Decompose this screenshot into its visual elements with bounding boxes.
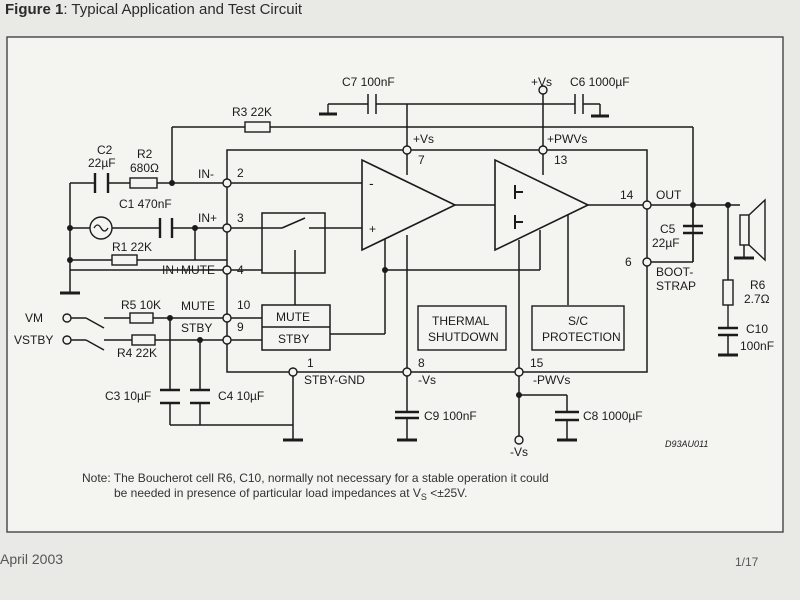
r6-resistor [722,279,734,306]
r3-resistor [244,121,271,133]
c10-value-label: 100nF [740,339,774,353]
figure-title-text: : Typical Application and Test Circuit [63,1,303,18]
pin-15-label: 15 [530,356,544,370]
thermal-label-1: THERMAL [432,314,490,328]
pin-1-label: 1 [307,356,314,370]
pin-8-label: 8 [418,356,425,370]
r1-resistor [111,254,138,266]
note-subscript: S [421,492,427,502]
out-label: OUT [656,188,682,202]
r5-label: R5 10K [121,298,161,312]
power-transistors [514,185,523,229]
note-line-2-end: <±25V. [427,486,468,500]
pin-10-label: 10 [237,298,251,312]
c2-name-label: C2 [97,143,113,157]
minus-pwvs-label: -PWVs [533,373,570,387]
pin-3-label: 3 [237,211,244,225]
bootstrap-label-2: STRAP [656,279,696,293]
cap-leads [692,208,729,328]
note: Note: The Boucherot cell R6, C10, normal… [82,471,549,502]
plus-input-label: + [369,222,376,236]
c1-label: C1 470nF [119,197,172,211]
r5-resistor [129,312,154,324]
diagram-frame [6,36,784,533]
pin-9-label: 9 [237,320,244,334]
sc-protection-block [531,305,625,351]
c5-value-label: 22µF [652,236,680,250]
component-labels: C7 100nF +Vs C6 1000µF R3 22K C2 22µF R2… [14,75,774,459]
resistors [111,121,734,346]
pin-6-label: 6 [625,255,632,269]
pin-7-label: 7 [418,153,425,167]
r4-resistor [131,334,156,346]
c5-name-label: C5 [660,222,676,236]
c9-label: C9 100nF [424,409,477,423]
in-plus-mute-label: IN+MUTE [162,263,215,277]
stby-gnd-label: STBY-GND [304,373,365,387]
vs-bottom-label: -Vs [510,445,528,459]
r4-label: R4 22K [117,346,157,360]
c3-label: C3 10µF [105,389,151,403]
c6-label: C6 1000µF [570,75,630,89]
vs-top-label: +Vs [531,75,552,89]
stby-pin-label: STBY [181,321,212,335]
c4-label: C4 10µF [218,389,264,403]
figure-title: Figure 1: Typical Application and Test C… [5,1,302,18]
note-line-2: be needed in presence of particular load… [114,486,467,502]
c10-name-label: C10 [746,322,768,336]
r6-name-label: R6 [750,278,766,292]
r2-value-label: 680Ω [130,161,159,175]
vstby-label: VSTBY [14,333,53,347]
in-plus-label: IN+ [198,211,217,225]
pwvs-internal-label: +PWVs [547,132,587,146]
note-line-1: Note: The Boucherot cell R6, C10, normal… [82,471,549,485]
note-line-2-text: be needed in presence of particular load… [114,486,421,500]
r3-label: R3 22K [232,105,272,119]
r2-resistor [129,177,158,189]
minus-input-label: - [369,175,374,191]
thermal-label-2: SHUTDOWN [428,330,499,344]
c2-value-label: 22µF [88,156,116,170]
in-minus-label: IN- [198,167,214,181]
figure-label: Figure 1 [5,1,64,18]
pin-2-label: 2 [237,166,244,180]
diagram-code-label: D93AU011 [665,439,708,449]
pin-terminals [62,85,652,445]
sc-label-1: S/C [568,314,588,328]
vs-internal-label: +Vs [413,132,434,146]
r2-name-label: R2 [137,147,153,161]
r1-label: R1 22K [112,240,152,254]
pin-14-label: 14 [620,188,634,202]
footer-page-number: 1/17 [735,555,759,569]
stby-box-label: STBY [278,332,309,346]
wires [67,90,745,440]
c7-label: C7 100nF [342,75,395,89]
mute-box-label: MUTE [276,310,310,324]
pin-4-label: 4 [237,263,244,277]
capacitors [93,173,738,422]
loudspeaker-icon [739,198,766,262]
footer-date: April 2003 [0,551,64,567]
vm-label: VM [25,311,43,325]
sc-label-2: PROTECTION [542,330,621,344]
power-stage [494,158,590,252]
minus-vs-label: -Vs [418,373,436,387]
pin-13-label: 13 [554,153,568,167]
input-amplifier [361,158,457,252]
mute-pin-label: MUTE [181,299,215,313]
c8-label: C8 1000µF [583,409,643,423]
thermal-shutdown-block [417,305,507,351]
bootstrap-label-1: BOOT- [656,265,693,279]
r6-value-label: 2.7Ω [744,292,770,306]
